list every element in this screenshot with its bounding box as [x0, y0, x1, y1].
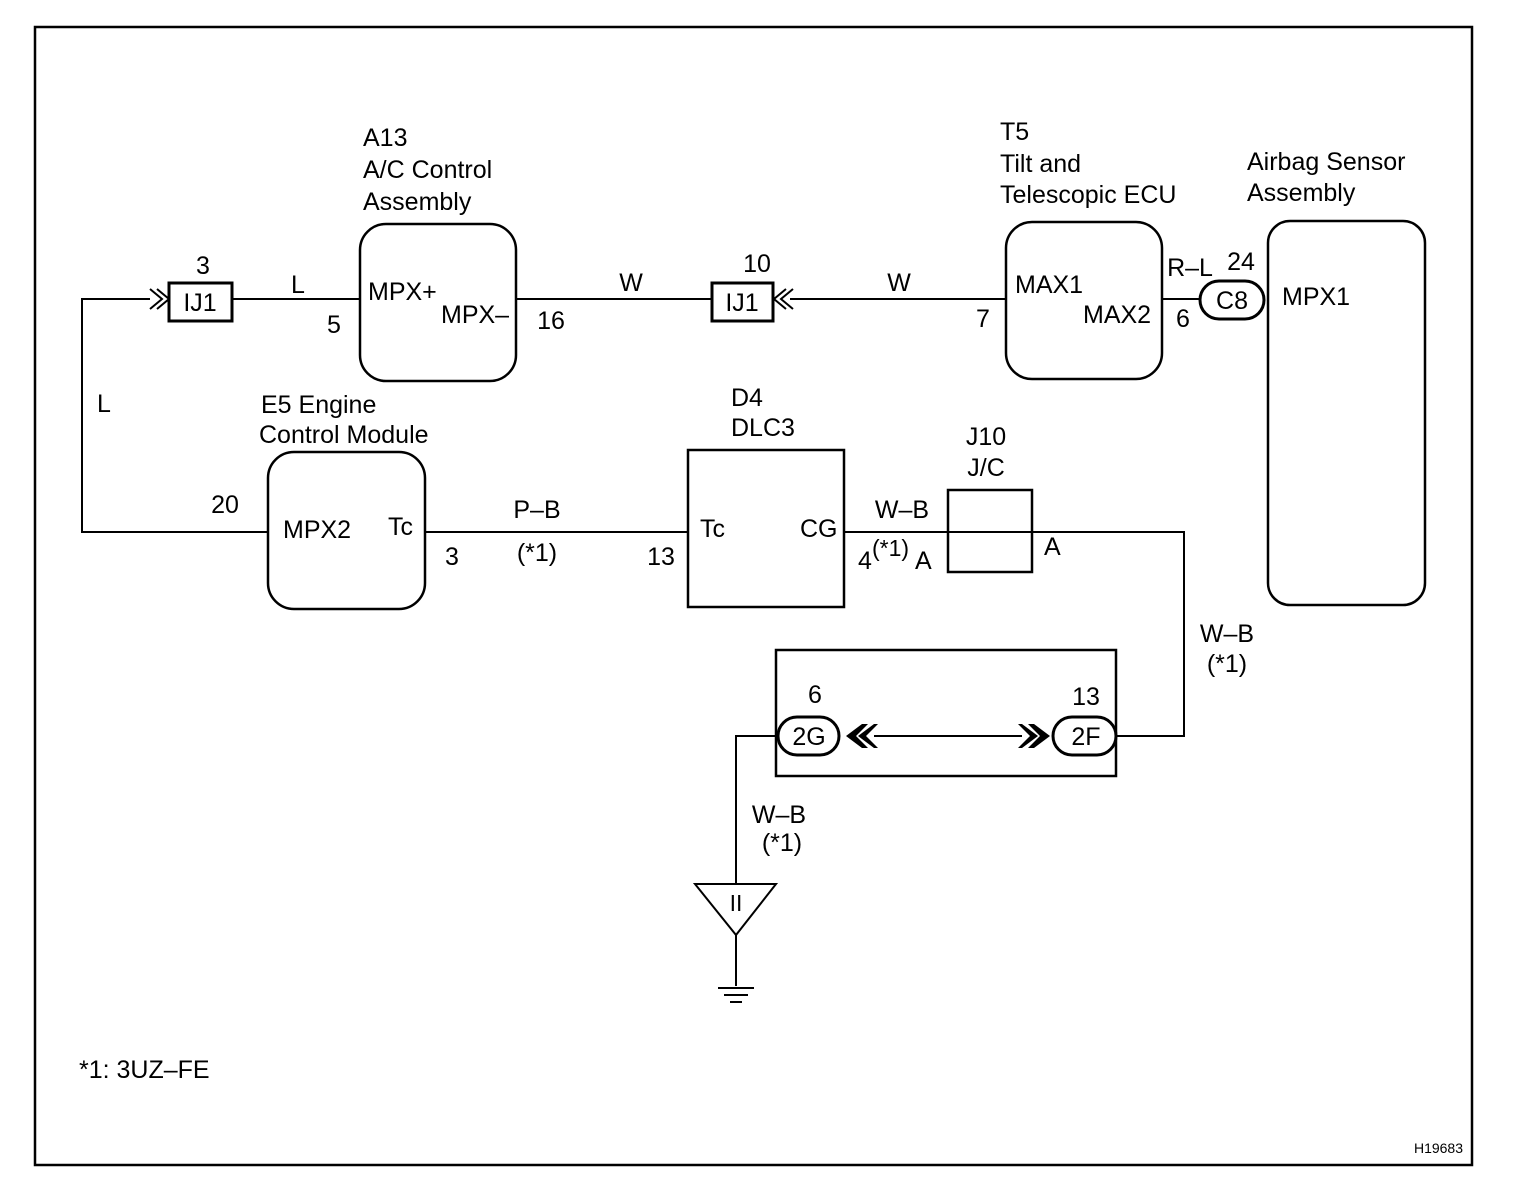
dlc3-pin-tc: Tc [700, 515, 725, 543]
footnote: *1: 3UZ–FE [79, 1056, 210, 1084]
connector-2f-pin: 13 [1072, 683, 1100, 711]
ac-control-pin-mpx-minus: MPX– [441, 301, 509, 329]
tilt-telescopic-ecu: T5 Tilt and Telescopic ECU MAX1 MAX2 7 6 [976, 118, 1190, 381]
ecm-name-1: E5 Engine [261, 391, 376, 419]
ij1-mid-label: IJ1 [725, 289, 758, 317]
ac-control-pin-num-5: 5 [327, 311, 341, 339]
ecm-name-2: Control Module [259, 421, 429, 449]
dlc3-pin-suffix: A [915, 547, 932, 575]
ecm-pin-tc: Tc [388, 513, 413, 541]
ac-control-name-2: Assembly [363, 188, 472, 216]
tilt-ecu-name-1: Tilt and [1000, 150, 1081, 178]
tilt-ecu-id: T5 [1000, 118, 1029, 146]
tilt-ecu-pin-max2: MAX2 [1083, 301, 1151, 329]
junction-connector: J10 J/C A [946, 423, 1061, 574]
connector-2g [776, 715, 841, 757]
figure-code: H19683 [1414, 1140, 1463, 1156]
c8-connector [1198, 279, 1266, 321]
wire-label-ij1-tilt: W [887, 269, 911, 297]
airbag-pin-mpx1: MPX1 [1282, 283, 1350, 311]
ac-control-pin-mpx-plus: MPX+ [368, 278, 437, 306]
dlc3-name: DLC3 [731, 414, 795, 442]
wire-label-ac-ij1: W [619, 269, 643, 297]
wire-label-left-vertical: L [97, 390, 111, 418]
tilt-ecu-pin-num-7: 7 [976, 305, 990, 333]
tilt-ecu-pin-num-6: 6 [1176, 305, 1190, 333]
dlc3-pin-num-4: 4 [858, 547, 872, 575]
wire-label-left-top: L [291, 271, 305, 299]
wire-label-ground-note: (*1) [762, 829, 802, 857]
connector-2f [1051, 715, 1118, 757]
ac-control-pin-num-16: 16 [537, 307, 565, 335]
ground-point: II [692, 883, 779, 1003]
ij1-mid-pin: 10 [743, 250, 771, 278]
dlc3-pin-note: (*1) [872, 535, 909, 561]
ecm-pin-num-3: 3 [445, 543, 459, 571]
connector-2g-label: 2G [792, 723, 825, 751]
wire-label-ecm-dlc: P–B [513, 496, 560, 524]
connector-2g-pin: 6 [808, 681, 822, 709]
jc-pin-a: A [1044, 533, 1061, 561]
airbag-sensor-assembly: Airbag Sensor Assembly MPX1 24 C8 [1198, 148, 1427, 607]
dlc3-pin-num-13: 13 [647, 543, 675, 571]
wire-label-jc-2f-note: (*1) [1207, 650, 1247, 678]
dlc3-pin-cg: CG [800, 515, 838, 543]
airbag-pin-num-24: 24 [1227, 248, 1255, 276]
connector-2f-arrow [1018, 724, 1050, 748]
ij1-mid-connector: IJ1 10 [710, 250, 794, 323]
ac-control-assembly: A13 A/C Control Assembly MPX+ MPX– 5 16 [327, 124, 565, 383]
wires [81, 298, 1200, 986]
wire-label-ground: W–B [752, 801, 806, 829]
wire-label-jc-2f: W–B [1200, 620, 1254, 648]
engine-control-module: E5 Engine Control Module MPX2 Tc 20 3 [211, 391, 459, 611]
ij1-left-connector: IJ1 3 [149, 252, 234, 323]
tilt-ecu-name-2: Telescopic ECU [1000, 181, 1176, 209]
ecm-pin-mpx2: MPX2 [283, 516, 351, 544]
diagram-frame [33, 25, 1474, 1167]
wire-labels: L L W W R–L P–B (*1) W–B W–B (*1) W–B (*… [97, 254, 1254, 857]
wire-label-dlc-jc: W–B [875, 496, 929, 524]
ij1-left-pin: 3 [196, 252, 210, 280]
c8-connector-label: C8 [1216, 287, 1248, 315]
airbag-name-1: Airbag Sensor [1247, 148, 1405, 176]
tilt-ecu-pin-max1: MAX1 [1015, 271, 1083, 299]
ecm-pin-num-20: 20 [211, 491, 239, 519]
dlc3: D4 DLC3 Tc CG 13 4 (*1) A [647, 384, 932, 609]
dlc3-id: D4 [731, 384, 763, 412]
junction-block: 2G 6 2F 13 [774, 648, 1118, 778]
connector-2f-label: 2F [1071, 723, 1100, 751]
ground-symbol-label: II [730, 890, 743, 916]
ij1-left-label: IJ1 [183, 289, 216, 317]
airbag-name-2: Assembly [1247, 179, 1356, 207]
jc-name: J/C [967, 454, 1005, 482]
ac-control-name-1: A/C Control [363, 156, 492, 184]
ac-control-id: A13 [363, 124, 407, 152]
wire-label-ecm-dlc-note: (*1) [517, 539, 557, 567]
jc-id: J10 [966, 423, 1006, 451]
connector-2g-arrow [846, 724, 878, 748]
wire-label-tilt-airbag: R–L [1167, 254, 1213, 282]
